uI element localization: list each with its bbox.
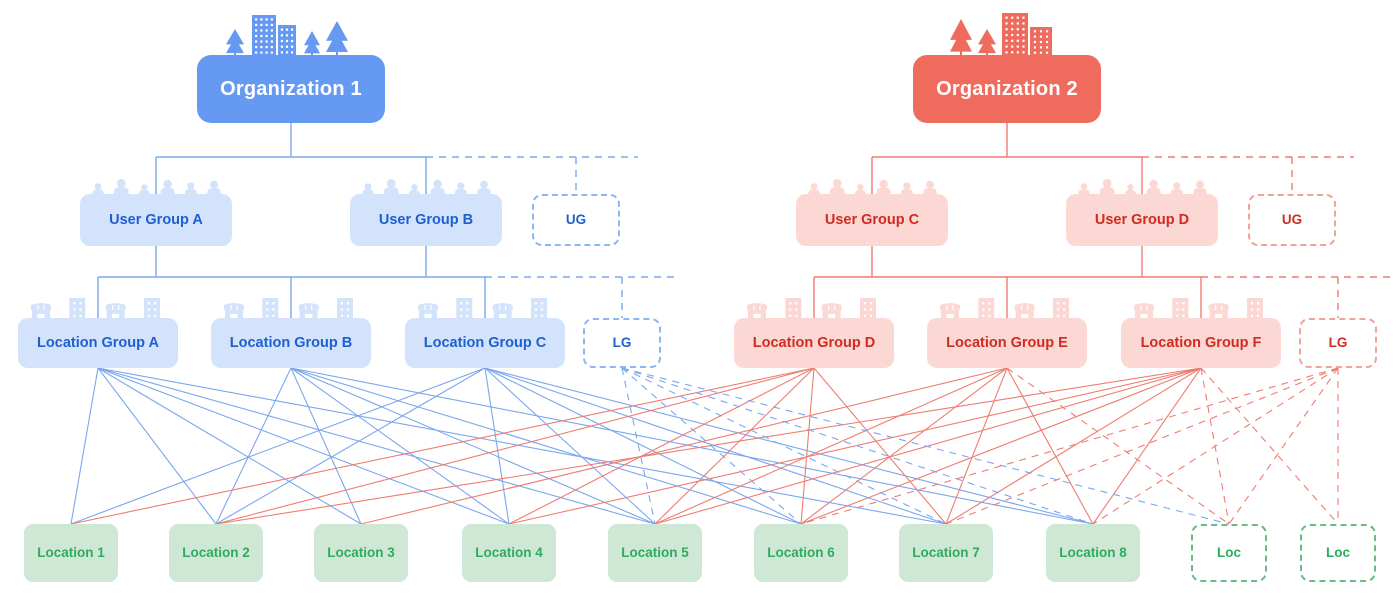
location-group-box-lgf[interactable]: Location Group F	[1121, 318, 1281, 368]
user-group-box-ugd[interactable]: User Group D	[1066, 194, 1218, 246]
node-label: LG	[1328, 335, 1348, 351]
connector-line	[621, 367, 1094, 525]
connector-line	[97, 367, 947, 525]
node-label: User Group D	[1094, 211, 1190, 228]
connector-line	[70, 367, 815, 525]
location-group-box-lge[interactable]: Location Group E	[927, 318, 1087, 368]
connector-line	[945, 367, 1008, 525]
location-placeholder-loc-ghost-2[interactable]: Loc	[1300, 524, 1376, 582]
connector-line	[800, 367, 1008, 525]
connector-line	[215, 367, 1202, 525]
connector-line	[215, 367, 815, 525]
connector-line	[800, 367, 1202, 525]
connector-line	[97, 367, 656, 525]
connector-line	[215, 367, 486, 525]
location-group-box-lga[interactable]: Location Group A	[18, 318, 178, 368]
node-label: Location 8	[1059, 545, 1127, 561]
connector-line	[484, 367, 510, 525]
user-group-box-ugc[interactable]: User Group C	[796, 194, 948, 246]
connector-line	[1006, 367, 1230, 525]
location-box-loc5[interactable]: Location 5	[608, 524, 702, 582]
node-label: User Group A	[109, 211, 203, 228]
connector-line	[1092, 367, 1202, 525]
user-group-box-ugb[interactable]: User Group B	[350, 194, 502, 246]
connector-line	[621, 367, 802, 525]
location-box-loc2[interactable]: Location 2	[169, 524, 263, 582]
node-label: Loc	[1216, 545, 1241, 561]
organization-box-org1[interactable]: Organization 1	[197, 55, 385, 123]
node-label: User Group C	[824, 211, 920, 228]
connector-line	[1006, 367, 1094, 525]
connector-line	[945, 367, 1202, 525]
connector-line	[508, 367, 1202, 525]
node-label: Location Group B	[229, 334, 353, 351]
node-label: Location 4	[475, 545, 543, 561]
node-label: UG	[1281, 212, 1303, 228]
connector-line	[1228, 367, 1339, 525]
location-group-box-lgc[interactable]: Location Group C	[405, 318, 565, 368]
node-label: Organization 1	[220, 77, 362, 100]
node-label: Location Group F	[1140, 334, 1262, 351]
node-label: UG	[565, 212, 587, 228]
connector-line	[215, 367, 292, 525]
connector-line	[97, 367, 510, 525]
location-box-loc4[interactable]: Location 4	[462, 524, 556, 582]
node-label: Organization 2	[936, 77, 1078, 100]
node-label: Location 7	[912, 545, 980, 561]
location-box-loc6[interactable]: Location 6	[754, 524, 848, 582]
connector-line	[1200, 367, 1230, 525]
connector-line	[508, 367, 815, 525]
node-label: Location Group D	[752, 334, 876, 351]
connector-line	[654, 367, 1202, 525]
node-label: Location 6	[767, 545, 835, 561]
connector-line	[70, 367, 99, 525]
connector-line	[290, 367, 510, 525]
organization-box-org2[interactable]: Organization 2	[913, 55, 1101, 123]
connector-line	[290, 367, 802, 525]
connector-line	[290, 367, 1094, 525]
connector-line	[1200, 367, 1339, 525]
connector-line	[484, 367, 1094, 525]
connector-line	[800, 367, 1339, 525]
node-label: Location 3	[327, 545, 395, 561]
connector-line	[97, 367, 217, 525]
location-box-loc1[interactable]: Location 1	[24, 524, 118, 582]
user-group-placeholder-ug-ghost-red[interactable]: UG	[1248, 194, 1336, 246]
connector-line	[484, 367, 802, 525]
node-label: Location Group A	[37, 334, 159, 351]
node-label: Location 2	[182, 545, 250, 561]
connector-line	[621, 367, 1230, 525]
location-box-loc8[interactable]: Location 8	[1046, 524, 1140, 582]
location-box-loc7[interactable]: Location 7	[899, 524, 993, 582]
location-box-loc3[interactable]: Location 3	[314, 524, 408, 582]
location-group-placeholder-lg-ghost-red[interactable]: LG	[1299, 318, 1377, 368]
node-label: Location 5	[621, 545, 689, 561]
location-group-box-lgb[interactable]: Location Group B	[211, 318, 371, 368]
connector-line	[70, 367, 486, 525]
location-placeholder-loc-ghost-1[interactable]: Loc	[1191, 524, 1267, 582]
node-label: Loc	[1325, 545, 1350, 561]
location-group-placeholder-lg-ghost-blue[interactable]: LG	[583, 318, 661, 368]
connector-line	[360, 367, 1008, 525]
connector-line	[621, 367, 656, 525]
user-group-box-uga[interactable]: User Group A	[80, 194, 232, 246]
connector-line	[290, 367, 656, 525]
node-label: Location 1	[37, 545, 105, 561]
connector-line	[621, 367, 947, 525]
connector-line	[945, 367, 1339, 525]
node-label: User Group B	[378, 211, 474, 228]
user-group-placeholder-ug-ghost-blue[interactable]: UG	[532, 194, 620, 246]
connector-line	[800, 367, 815, 525]
connector-line	[97, 367, 362, 525]
node-label: LG	[612, 335, 632, 351]
connector-line	[654, 367, 815, 525]
node-label: Location Group C	[423, 334, 547, 351]
node-label: Location Group E	[946, 334, 1068, 351]
connector-line	[813, 367, 947, 525]
connector-line	[290, 367, 362, 525]
connector-line	[654, 367, 1008, 525]
location-group-box-lgd[interactable]: Location Group D	[734, 318, 894, 368]
